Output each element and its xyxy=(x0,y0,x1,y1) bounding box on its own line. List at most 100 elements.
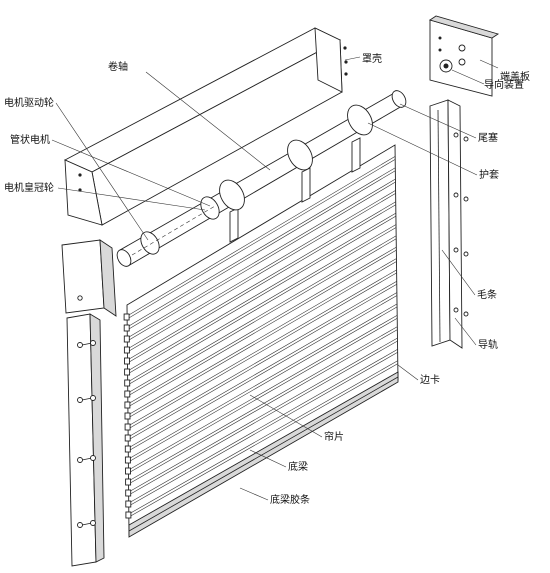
slat-line xyxy=(127,212,397,372)
slat-line xyxy=(127,190,396,350)
rail-bolt xyxy=(463,311,469,317)
label-guide-rail: 导轨 xyxy=(478,338,498,351)
slat-end-clip xyxy=(125,500,132,508)
label-slats: 帘片 xyxy=(324,430,344,443)
left-end-plate-side xyxy=(99,239,117,317)
slat-end-clip xyxy=(124,368,131,376)
label-tail-plug: 尾塞 xyxy=(478,131,498,144)
rail-bolt xyxy=(77,455,96,463)
slat-line xyxy=(128,292,398,449)
label-bottom-beam-rubber: 底梁胶条 xyxy=(270,493,310,506)
shell-box xyxy=(63,27,348,226)
label-brush-strip: 毛条 xyxy=(477,288,497,301)
slat-end-clip xyxy=(123,335,130,343)
label-guide-device: 导向装置 xyxy=(484,78,524,91)
slat-line xyxy=(127,170,396,331)
curtain-outline xyxy=(126,144,399,536)
bottom-beam-rubber xyxy=(128,376,399,532)
slat-line xyxy=(127,258,397,416)
label-reel-shaft: 卷轴 xyxy=(108,60,128,73)
rail-bolt xyxy=(77,395,96,403)
rail-bolt xyxy=(453,247,459,253)
slat-line xyxy=(128,317,398,474)
shell-right-end xyxy=(314,27,343,93)
slat-line xyxy=(127,215,397,375)
slat-line xyxy=(128,295,398,452)
right-end-plate-top xyxy=(428,15,500,39)
label-bottom-beam: 底梁 xyxy=(288,460,308,473)
slat-end-clip xyxy=(123,346,130,354)
slat-end-clip xyxy=(124,456,131,464)
slat-line xyxy=(127,167,396,328)
slat-line xyxy=(127,272,397,430)
motor-crown-wheel xyxy=(200,196,220,220)
strap-3 xyxy=(351,137,361,173)
slat-line xyxy=(126,159,396,320)
left-rail-side xyxy=(89,313,105,563)
curtain-slats xyxy=(123,137,399,538)
label-tubular-motor: 管状电机 xyxy=(10,133,50,146)
slat-line xyxy=(127,235,397,394)
slat-end-clip xyxy=(125,489,132,497)
label-lock-clip: 边卡 xyxy=(420,373,440,386)
right-end-cover xyxy=(428,15,500,97)
slat-end-clip xyxy=(124,412,131,420)
rail-bolt xyxy=(463,251,469,257)
slat-line xyxy=(128,349,398,504)
slat-end-clip xyxy=(124,379,131,387)
slat-line xyxy=(128,280,397,438)
slat-line xyxy=(127,261,397,419)
label-end-cover: 端盖板 xyxy=(500,70,530,83)
rail-bolt xyxy=(77,520,96,528)
slat-line xyxy=(126,156,396,317)
slat-end-clip xyxy=(124,434,131,442)
slat-end-clip xyxy=(123,313,130,321)
slat-line xyxy=(127,178,396,339)
leader-lines xyxy=(51,56,499,501)
slat-lines xyxy=(126,156,398,518)
slat-end-clip xyxy=(124,423,131,431)
slat-line xyxy=(127,201,396,361)
slat-line xyxy=(127,181,396,342)
slat-end-clips xyxy=(123,313,132,519)
sleeve-1 xyxy=(219,179,245,211)
slat-line xyxy=(128,337,398,493)
rail-bolt xyxy=(77,340,96,348)
slat-line xyxy=(128,314,398,471)
slat-line xyxy=(127,193,396,353)
sleeve-3 xyxy=(347,104,373,136)
slat-end-clip xyxy=(125,511,132,519)
shell-end xyxy=(64,159,103,226)
motor-drive-wheel xyxy=(140,231,160,255)
slat-line xyxy=(127,238,397,397)
slat-line xyxy=(128,360,398,515)
slat-line xyxy=(128,283,397,441)
slat-line xyxy=(128,329,398,485)
label-motor-crown-wheel: 电机皇冠轮 xyxy=(4,181,54,194)
slat-end-clip xyxy=(124,401,131,409)
label-shell: 罩壳 xyxy=(362,52,382,65)
tail-plug xyxy=(391,90,407,108)
slat-line xyxy=(128,340,398,496)
strap-1 xyxy=(229,207,239,243)
labels: 罩壳 卷轴 端盖板 电机驱动轮 导向装置 管状电机 尾塞 电机皇冠轮 护套 毛条… xyxy=(4,52,530,506)
strap-2 xyxy=(301,167,311,203)
left-guide-rail xyxy=(66,313,105,567)
slat-line xyxy=(127,204,396,364)
rail-bolt xyxy=(453,192,459,198)
bottom-beam xyxy=(128,371,399,538)
slat-line xyxy=(127,269,397,427)
slat-line xyxy=(128,363,398,518)
left-end-plate xyxy=(61,239,105,314)
slat-line xyxy=(127,249,397,408)
brush-strip xyxy=(437,109,441,343)
slat-end-clip xyxy=(123,324,130,332)
slat-line xyxy=(127,224,397,383)
slat-end-clip xyxy=(125,478,132,486)
left-end-cover xyxy=(61,239,117,317)
rail-bolt xyxy=(463,196,469,202)
reel-shaft xyxy=(116,90,407,267)
label-motor-drive-wheel: 电机驱动轮 xyxy=(4,96,54,109)
rail-bolt xyxy=(453,307,459,313)
